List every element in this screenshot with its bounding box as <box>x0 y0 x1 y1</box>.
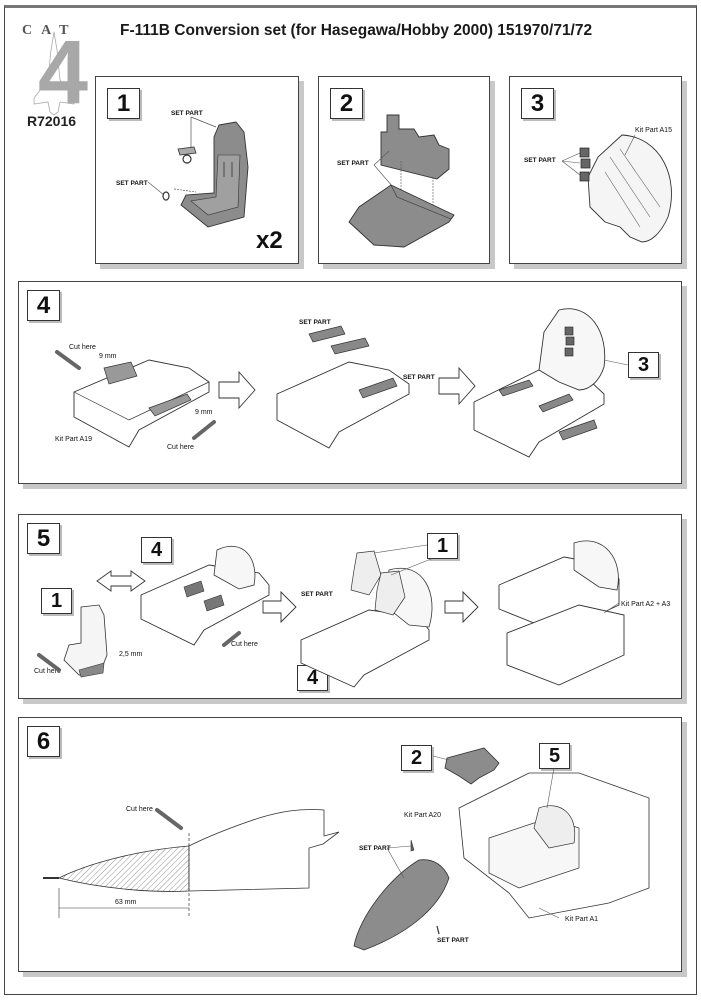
step-1-panel: 1 SET PART SET PART x2 <box>95 76 299 264</box>
cut-here-label: Cut here <box>126 806 153 813</box>
step-3-number: 3 <box>521 88 554 119</box>
cut-here-label: Cut here <box>34 668 61 675</box>
arrow-right-icon <box>444 590 479 624</box>
logo-number: 4 <box>38 23 89 123</box>
step-1-reference: 1 <box>41 588 72 614</box>
cockpit-tub-with-bulkhead <box>473 308 629 458</box>
step-4-panel: 4 Cut here 9 mm Kit Part A19 9 mm Cut he… <box>18 281 682 484</box>
fuselage-side-profile <box>188 809 340 892</box>
set-part-label: SET PART <box>299 319 331 326</box>
nose-cut-section <box>57 845 190 892</box>
seat-installation-drawing <box>37 540 625 688</box>
step-6-number: 6 <box>27 726 60 757</box>
cockpit-tub-a19 <box>55 350 216 448</box>
dimension-label: 9 mm <box>195 409 213 416</box>
dimension-label: 9 mm <box>99 353 117 360</box>
cockpit-tub-assembly-drawing <box>55 308 629 458</box>
cockpit-tub-with-set-parts <box>276 325 410 449</box>
cut-here-label: Cut here <box>167 444 194 451</box>
arrow-right-icon <box>218 370 256 410</box>
step-1-number: 1 <box>107 88 140 119</box>
step-2-number: 2 <box>330 88 363 119</box>
product-code: R72016 <box>27 113 77 129</box>
double-arrow-icon <box>96 570 146 592</box>
quantity-label: x2 <box>256 227 283 254</box>
kit-part-label: Kit Part A2 + A3 <box>621 601 671 608</box>
step-2-reference: 2 <box>401 745 432 771</box>
cat4-logo: 4 CAT R72016 <box>14 20 94 130</box>
ejection-seat-drawing <box>147 116 249 228</box>
seat-back-panel-drawing <box>348 114 455 248</box>
page-title: F-111B Conversion set (for Hasegawa/Hobb… <box>120 22 593 39</box>
step-5-panel: 5 1 Or 4 2,5 mm Cut here Cut here SET PA… <box>18 514 682 699</box>
instrument-bulkhead-drawing <box>561 134 672 243</box>
step-5-number: 5 <box>27 523 60 554</box>
step-1-reference: 1 <box>427 533 458 559</box>
arrow-right-icon <box>438 366 476 406</box>
step-3-reference: 3 <box>628 352 659 378</box>
arrow-right-icon <box>262 590 297 624</box>
step-5-reference: 5 <box>539 743 570 769</box>
dimension-label: 2,5 mm <box>119 651 143 658</box>
set-part-label: SET PART <box>171 110 203 117</box>
set-part-label: SET PART <box>403 374 435 381</box>
fuselage-assembly-drawing <box>43 747 650 951</box>
page-border <box>4 5 697 995</box>
set-part-label: SET PART <box>437 937 469 944</box>
step-3-panel: 3 SET PART Kit Part A15 <box>509 76 682 264</box>
step-2-panel: 2 SET PART <box>318 76 490 264</box>
set-part-label: SET PART <box>524 157 556 164</box>
set-part-label: SET PART <box>359 845 391 852</box>
kit-part-label: Kit Part A15 <box>635 127 672 134</box>
logo-brand: CAT <box>22 23 78 38</box>
set-part-label: SET PART <box>301 591 333 598</box>
jet-silhouette-icon <box>33 31 75 116</box>
kit-part-label: Kit Part A20 <box>404 812 441 819</box>
step-6-panel: 6 Cut here 63 mm 2 5 Kit Part A20 SET PA… <box>18 717 682 972</box>
cut-here-label: Cut here <box>69 344 96 351</box>
step-4-number: 4 <box>27 290 60 321</box>
dimension-label: 63 mm <box>115 899 137 906</box>
set-part-label: SET PART <box>337 160 369 167</box>
set-part-label: SET PART <box>116 180 148 187</box>
nose-cone-part <box>353 859 450 951</box>
step-4-reference: 4 <box>141 537 172 563</box>
kit-part-label: Kit Part A19 <box>55 436 92 443</box>
cut-here-label: Cut here <box>231 641 258 648</box>
kit-part-label: Kit Part A1 <box>565 916 599 923</box>
